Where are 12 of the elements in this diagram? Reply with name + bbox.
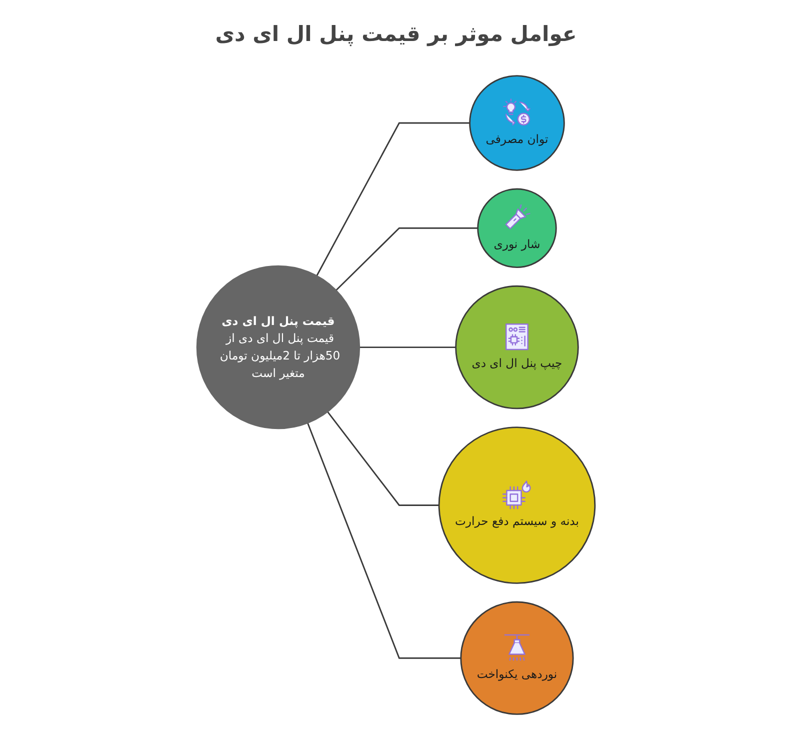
node-circle: نوردهی یکنواخت [460, 601, 574, 715]
connector [326, 411, 440, 506]
node-circle: چیپ پنل ال ای دی [455, 285, 579, 410]
node-circle: قیمت پنل ال ای دی قیمت پنل ال ای دی از 50هزار تا 2میلیون تومان متغیر است [196, 265, 360, 430]
connector [306, 422, 461, 659]
diagram-title: عوامل موثر بر قیمت پنل ال ای دی [215, 22, 577, 46]
connector [316, 122, 470, 276]
node-circle: بدنه و سیستم دفع حرارت [438, 426, 596, 584]
node-circle: توان مصرفی [469, 75, 565, 171]
node-circle: شار نوری [477, 188, 557, 268]
connector [359, 346, 456, 348]
connector [336, 227, 478, 291]
